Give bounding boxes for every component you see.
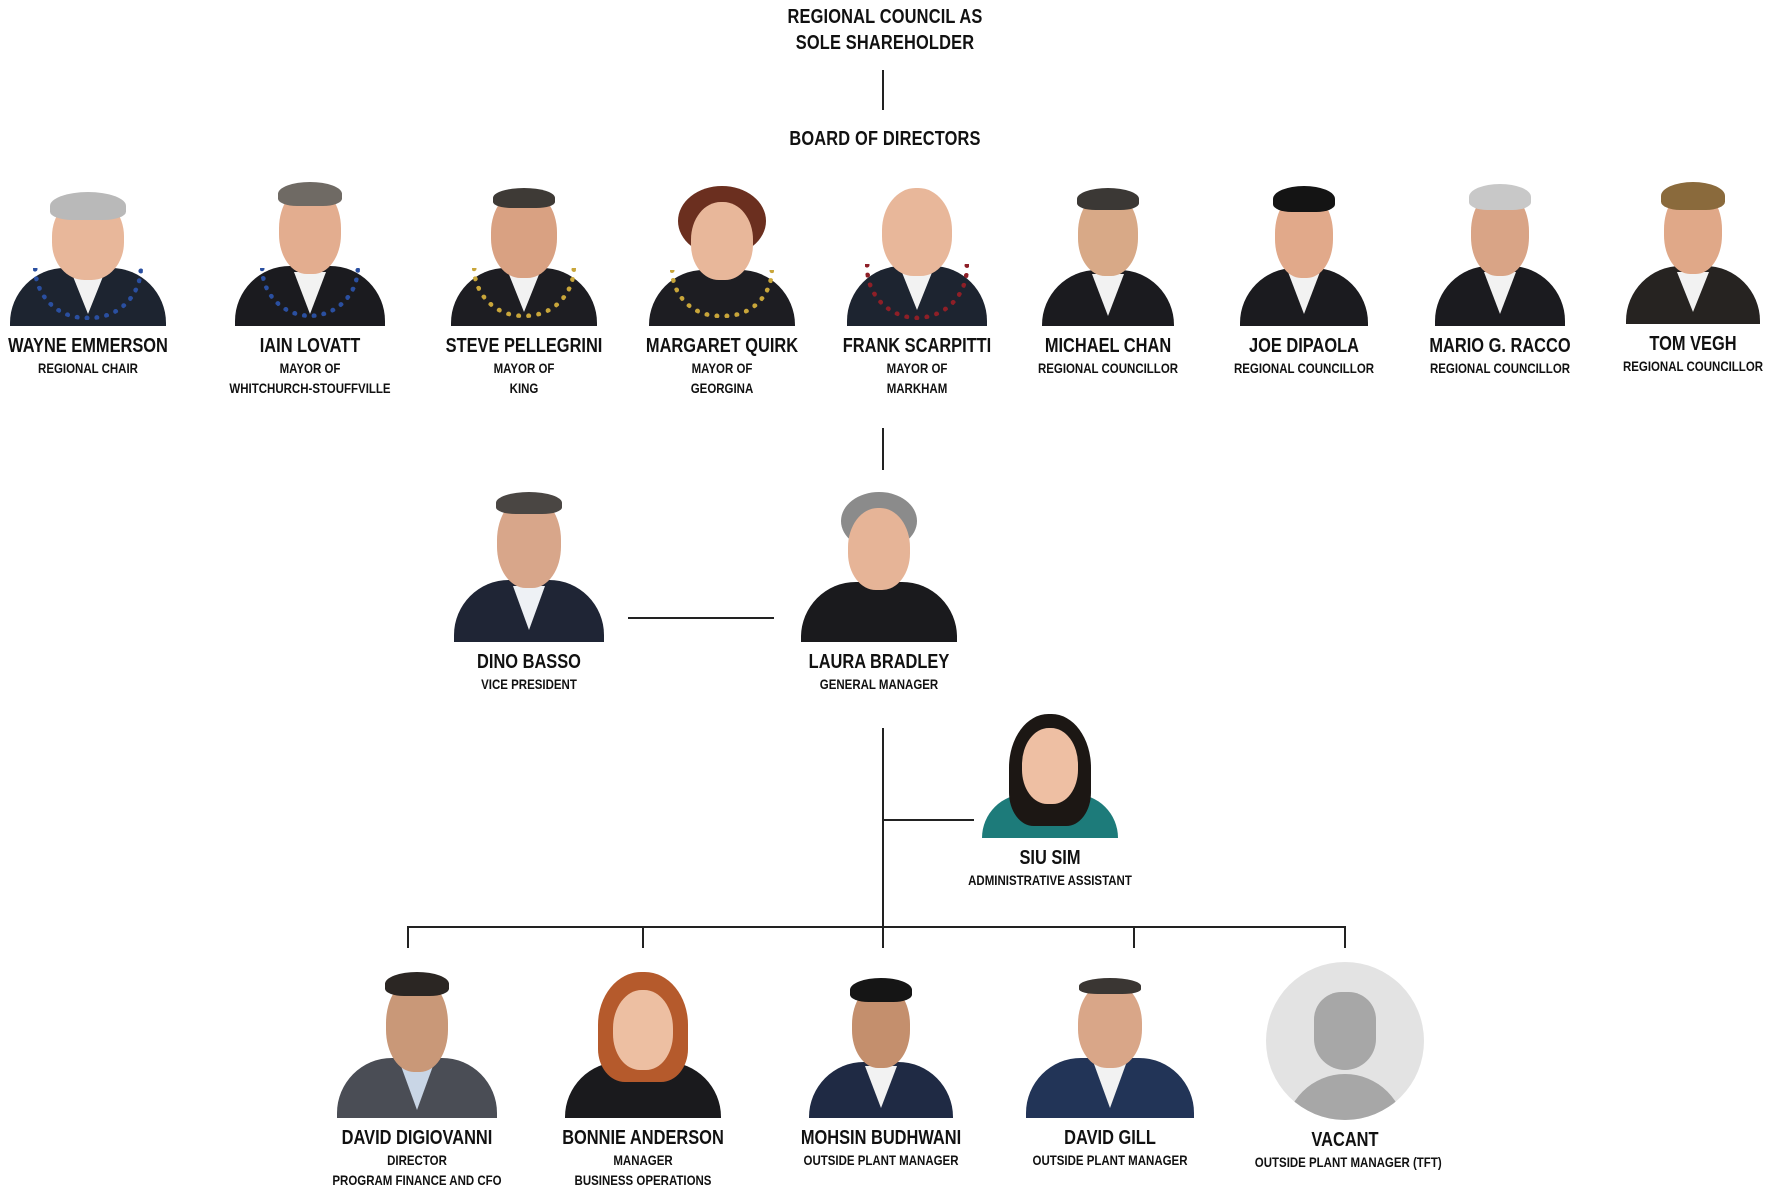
board-member-frank-scarpitti: FRANK SCARPITTI MAYOR OF MARKHAM [807,184,1027,398]
role-david-digiovanni-line1: DIRECTOR [387,1152,447,1168]
council-heading-line2: SOLE SHAREHOLDER [795,32,975,54]
council-heading: REGIONAL COUNCIL AS SOLE SHAREHOLDER [766,4,1004,56]
staff-david-digiovanni: DAVID DIGIOVANNI DIRECTOR PROGRAM FINANC… [307,970,527,1190]
name-david-gill: DAVID GILL [1064,1127,1156,1149]
photo-david-digiovanni [337,970,497,1118]
connector-drop-gill [1133,926,1135,948]
name-margaret-quirk: MARGARET QUIRK [645,335,799,357]
connector-drop-anderson [642,926,644,948]
vacant-avatar-icon [1266,962,1424,1120]
role-iain-lovatt-line1: MAYOR OF [279,360,341,376]
name-vacant: VACANT [1311,1129,1379,1151]
role-frank-scarpitti-line2: MARKHAM [886,380,948,396]
name-tom-vegh: TOM VEGH [1649,333,1737,355]
board-member-wayne-emmerson: WAYNE EMMERSON REGIONAL CHAIR [0,188,198,378]
board-member-tom-vegh: TOM VEGH REGIONAL COUNCILLOR [1583,180,1770,376]
connector-vp-gm [628,617,774,619]
role-frank-scarpitti-line1: MAYOR OF [886,360,948,376]
connector-staff-rail [407,926,1346,928]
name-iain-lovatt: IAIN LOVATT [259,335,361,357]
connector-gm-assistant [882,819,974,821]
role-bonnie-anderson-line1: MANAGER [613,1152,673,1168]
connector-board-gm [882,428,884,470]
role-tom-vegh: REGIONAL COUNCILLOR [1622,358,1764,374]
board-member-joe-dipaola: JOE DIPAOLA REGIONAL COUNCILLOR [1194,184,1414,378]
name-mario-racco: MARIO G. RACCO [1429,335,1571,357]
council-heading-line1: REGIONAL COUNCIL AS [787,6,983,28]
photo-michael-chan [1042,184,1174,326]
role-dino-basso: VICE PRESIDENT [481,676,577,692]
board-member-margaret-quirk: MARGARET QUIRK MAYOR OF GEORGINA [612,184,832,398]
role-steve-pellegrini-line2: KING [509,380,539,396]
role-wayne-emmerson: REGIONAL CHAIR [38,360,138,376]
role-david-digiovanni-line2: PROGRAM FINANCE AND CFO [332,1172,502,1188]
photo-siu-sim [982,712,1118,838]
board-member-iain-lovatt: IAIN LOVATT MAYOR OF WHITCHURCH-STOUFFVI… [200,180,420,398]
photo-steve-pellegrini [451,184,597,326]
role-david-gill: OUTSIDE PLANT MANAGER [1032,1152,1188,1168]
name-siu-sim: SIU SIM [1019,847,1081,869]
photo-iain-lovatt [235,180,385,326]
name-dino-basso: DINO BASSO [477,651,581,673]
name-laura-bradley: LAURA BRADLEY [808,651,950,673]
name-mohsin-budhwani: MOHSIN BUDHWANI [800,1127,962,1149]
role-mario-racco: REGIONAL COUNCILLOR [1429,360,1571,376]
name-frank-scarpitti: FRANK SCARPITTI [842,335,992,357]
connector-council-board [882,70,884,110]
role-mohsin-budhwani: OUTSIDE PLANT MANAGER [803,1152,959,1168]
name-joe-dipaola: JOE DIPAOLA [1249,335,1359,357]
role-siu-sim: ADMINISTRATIVE ASSISTANT [968,872,1132,888]
photo-laura-bradley [801,490,957,642]
assistant-siu-sim: SIU SIM ADMINISTRATIVE ASSISTANT [940,712,1160,890]
staff-vacant: VACANT OUTSIDE PLANT MANAGER (TFT) [1235,962,1455,1172]
photo-bonnie-anderson [565,970,721,1118]
role-michael-chan: REGIONAL COUNCILLOR [1037,360,1179,376]
manager-dino-basso: DINO BASSO VICE PRESIDENT [419,490,639,694]
name-david-digiovanni: DAVID DIGIOVANNI [341,1127,493,1149]
manager-laura-bradley: LAURA BRADLEY GENERAL MANAGER [769,490,989,694]
board-heading: BOARD OF DIRECTORS [789,128,981,150]
role-margaret-quirk-line2: GEORGINA [690,380,754,396]
role-bonnie-anderson-line2: BUSINESS OPERATIONS [574,1172,712,1188]
name-bonnie-anderson: BONNIE ANDERSON [562,1127,724,1149]
role-joe-dipaola: REGIONAL COUNCILLOR [1233,360,1375,376]
connector-gm-staff-vertical [882,728,884,946]
name-steve-pellegrini: STEVE PELLEGRINI [445,335,603,357]
board-member-mario-racco: MARIO G. RACCO REGIONAL COUNCILLOR [1390,180,1610,378]
staff-mohsin-budhwani: MOHSIN BUDHWANI OUTSIDE PLANT MANAGER [771,970,991,1170]
connector-drop-budhwani [882,926,884,948]
staff-david-gill: DAVID GILL OUTSIDE PLANT MANAGER [1000,970,1220,1170]
photo-wayne-emmerson [10,188,166,326]
photo-margaret-quirk [649,184,795,326]
role-steve-pellegrini-line1: MAYOR OF [493,360,555,376]
connector-drop-vacant [1344,926,1346,948]
connector-drop-digiovanni [407,926,409,948]
photo-joe-dipaola [1240,184,1368,326]
photo-mario-racco [1435,180,1565,326]
photo-david-gill [1026,970,1194,1118]
role-iain-lovatt-line2: WHITCHURCH-STOUFFVILLE [229,380,391,396]
photo-mohsin-budhwani [809,970,953,1118]
board-member-steve-pellegrini: STEVE PELLEGRINI MAYOR OF KING [414,184,634,398]
photo-frank-scarpitti [847,184,987,326]
photo-dino-basso [454,490,604,642]
role-vacant: OUTSIDE PLANT MANAGER (TFT) [1254,1154,1442,1170]
name-michael-chan: MICHAEL CHAN [1044,335,1172,357]
role-margaret-quirk-line1: MAYOR OF [691,360,753,376]
photo-tom-vegh [1626,180,1760,324]
board-member-michael-chan: MICHAEL CHAN REGIONAL COUNCILLOR [998,184,1218,378]
role-laura-bradley: GENERAL MANAGER [819,676,939,692]
staff-bonnie-anderson: BONNIE ANDERSON MANAGER BUSINESS OPERATI… [533,970,753,1190]
name-wayne-emmerson: WAYNE EMMERSON [8,335,168,357]
